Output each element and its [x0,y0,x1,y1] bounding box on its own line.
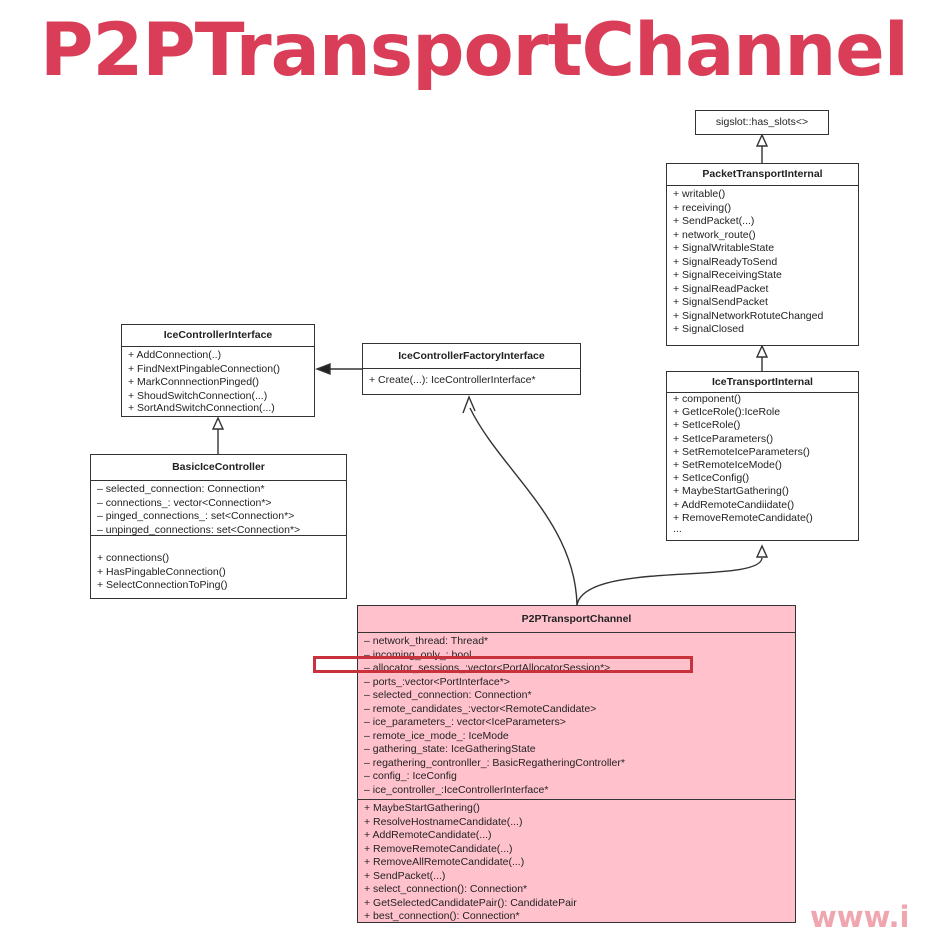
methods-section: + writable() + receiving() + SendPacket(… [667,186,858,339]
method-row: + RemoveRemoteCandidate() [673,511,813,524]
method-row: + AddConnection(..) [128,349,222,361]
method-row: + ResolveHostnameCandidate(...) [364,815,523,828]
class-packet-transport-internal: PacketTransportInternal + writable() + r… [666,163,859,346]
fields-section: – selected_connection: Connection* – con… [91,481,346,536]
method-row: + SetRemoteIceParameters() [673,445,810,458]
method-row: + RemoveAllRemoteCandidate(...) [364,856,525,868]
method-row: + AddRemoteCandidate(...) [364,829,492,841]
methods-section: + Create(...): IceControllerInterface* [363,369,580,390]
method-row: + ShoudSwitchConnection(...) [128,389,268,402]
inherit-arrow-ice [755,544,769,558]
method-row: + SetIceParameters() [673,432,774,445]
field-row: – ice_parameters_: vector<IceParameters> [364,716,566,728]
method-row: + SignalReadyToSend [673,255,778,268]
method-row: + SetIceConfig() [673,472,750,485]
field-row: – regathering_contronller_: BasicRegathe… [364,756,625,769]
class-name: IceControllerFactoryInterface [363,344,580,369]
field-row: – selected_connection: Connection* [364,689,532,701]
method-row: + HasPingableConnection() [97,565,226,578]
method-row: + MarkConnnectionPinged() [128,376,260,388]
method-row: + SendPacket(...) [673,215,755,227]
method-row: + SignalReadPacket [673,282,769,295]
field-row: – network_thread: Thread* [364,635,489,647]
class-name: IceControllerInterface [122,325,314,347]
method-row: + select_connection(): Connection* [364,883,528,895]
methods-section: + AddConnection(..) + FindNextPingableCo… [122,347,314,416]
method-row: + SortAndSwitchConnection(...) [128,403,275,414]
method-row: + SignalWritableState [673,242,775,254]
class-basic-ice-controller: BasicIceController – selected_connection… [90,454,347,599]
method-row: + SignalClosed [673,323,744,335]
field-row: – pinged_connections_: set<Connection*> [97,510,295,522]
assoc-arrow-factory [462,395,476,414]
class-ice-controller-factory-interface: IceControllerFactoryInterface + Create(.… [362,343,581,395]
field-row: – ports_:vector<PortInterface*> [364,675,510,688]
highlight-box [313,656,693,673]
dependency-arrow-controller [315,362,331,376]
methods-section: + MaybeStartGathering() + ResolveHostnam… [358,799,795,926]
class-ice-controller-interface: IceControllerInterface + AddConnection(.… [121,324,315,417]
field-row: – ice_controller_:IceControllerInterface… [364,783,549,796]
field-row: – gathering_state: IceGatheringState [364,743,536,755]
field-row: – connections_: vector<Connection*> [97,496,272,509]
method-row: + GetSelectedCandidatePair(): CandidateP… [364,896,577,909]
method-row: + component() [673,393,741,405]
page-title: P2PTransportChannel [40,8,909,93]
class-p2p-transport-channel: P2PTransportChannel – network_thread: Th… [357,605,796,923]
method-row: + RemoveRemoteCandidate(...) [364,842,513,855]
method-row: + best_connection(): Connection* [364,910,520,922]
method-row: + Create(...): IceControllerInterface* [369,374,536,386]
class-has-slots: sigslot::has_slots<> [695,110,829,135]
inherit-arrow-slots [755,133,769,147]
method-row: + SetRemoteIceMode() [673,459,782,472]
method-row: + receiving() [673,201,732,214]
method-row-ellipsis: ... [673,525,682,534]
field-row: – unpinged_connections: set<Connection*> [97,523,301,536]
inherit-line-p2p-to-ice [576,557,763,606]
method-row: + MaybeStartGathering() [673,485,789,498]
class-name: IceTransportInternal [667,372,858,393]
field-row: – remote_ice_mode_: IceMode [364,729,509,742]
assoc-line-p2p-factory [469,407,578,606]
class-name: PacketTransportInternal [667,164,858,186]
method-row: + SignalReceivingState [673,269,782,281]
class-name: sigslot::has_slots<> [715,116,809,128]
method-row: + AddRemoteCandiidate() [673,498,795,511]
method-row: + FindNextPingableConnection() [128,362,281,375]
inherit-arrow-controller [211,416,225,430]
class-ice-transport-internal: IceTransportInternal + component() + Get… [666,371,859,541]
class-name: BasicIceController [91,455,346,481]
field-row: – config_: IceConfig [364,770,457,782]
class-name: P2PTransportChannel [358,606,795,633]
field-row: – selected_connection: Connection* [97,483,265,495]
method-row: + SelectConnectionToPing() [97,579,228,591]
method-row: + network_route() [673,228,756,241]
method-row: + SignalNetworkRotuteChanged [673,309,824,322]
method-row: + writable() [673,188,726,200]
method-row: + MaybeStartGathering() [364,802,480,814]
method-row: + SignalSendPacket [673,296,768,308]
methods-section: + component() + GetIceRole():IceRole + S… [667,393,858,535]
method-row: + connections() [97,552,170,564]
methods-section: + connections() + HasPingableConnection(… [91,535,346,595]
method-row: + SetIceRole() [673,419,741,432]
field-row: – remote_candidates_:vector<RemoteCandid… [364,702,597,715]
inherit-arrow-packet [755,344,769,358]
method-row: + SendPacket(...) [364,869,446,882]
watermark: www.i [810,900,910,934]
method-row: + GetIceRole():IceRole [673,406,781,419]
